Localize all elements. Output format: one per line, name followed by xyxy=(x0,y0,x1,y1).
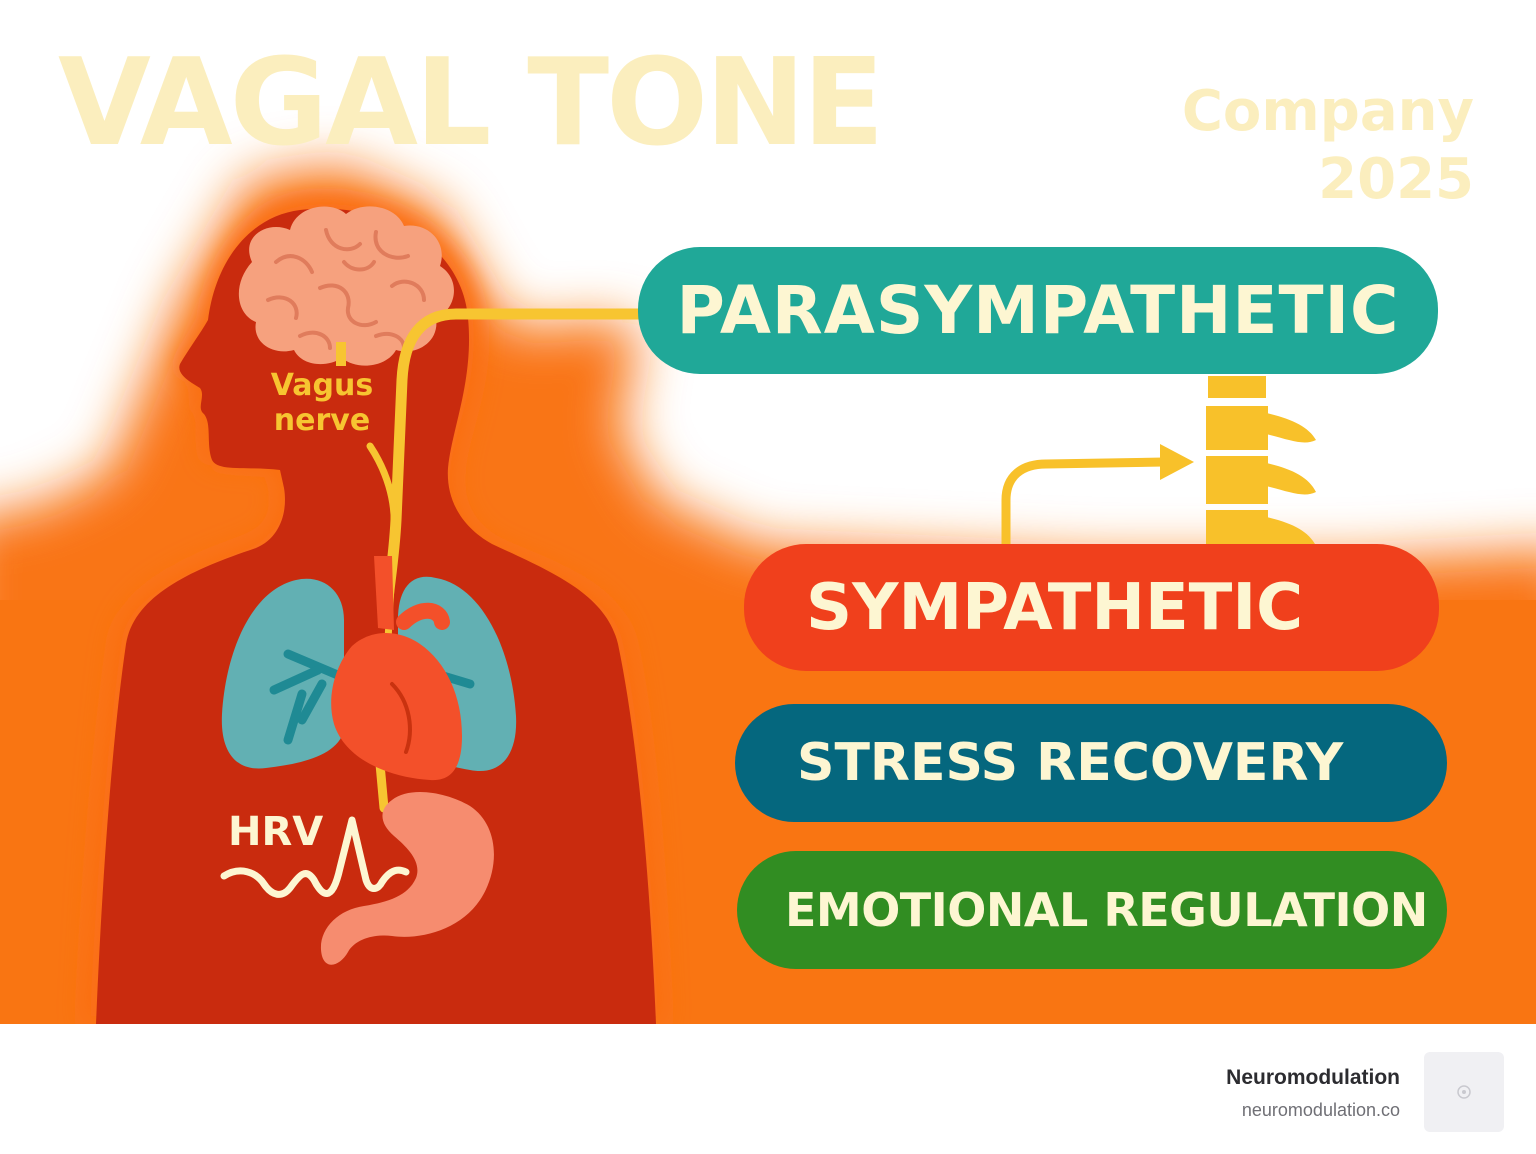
infographic-canvas: VAGAL TONE Company 2025 Vagus nerve HRV … xyxy=(0,34,1536,1024)
vagus-label-line2: nerve xyxy=(273,403,371,438)
pill-sympathetic: SYMPATHETIC xyxy=(744,544,1439,671)
vagus-label-line1: Vagus xyxy=(270,368,374,403)
neuromodulation-logo-icon[interactable] xyxy=(1424,1052,1504,1132)
pill-stress-recovery: STRESS RECOVERY xyxy=(735,704,1447,822)
connector-arrow-icon xyxy=(1001,444,1194,549)
heart-icon xyxy=(331,556,462,781)
pill-parasympathetic: PARASYMPATHETIC xyxy=(638,247,1438,374)
stomach-icon xyxy=(320,792,494,965)
page-title: VAGAL TONE xyxy=(58,34,884,173)
brand-name: Neuromodulation xyxy=(1226,1066,1400,1089)
company-name: Company xyxy=(1181,79,1474,144)
brain-icon xyxy=(238,206,454,366)
company-year: 2025 xyxy=(1318,147,1474,212)
vagus-nerve-label: Vagus nerve xyxy=(262,368,382,438)
company-tag: Company 2025 xyxy=(1182,78,1474,214)
brand-url-link[interactable]: neuromodulation.co xyxy=(1241,1100,1400,1120)
hrv-waveform xyxy=(220,816,410,898)
footer: Neuromodulation neuromodulation.co xyxy=(0,1024,1536,1154)
pill-emotional-regulation: EMOTIONAL REGULATION xyxy=(737,851,1447,969)
spine-icon xyxy=(1206,376,1316,550)
body-silhouette xyxy=(96,208,656,1024)
logo-glyph xyxy=(1457,1085,1471,1099)
hrv-label: HRV xyxy=(228,809,324,855)
